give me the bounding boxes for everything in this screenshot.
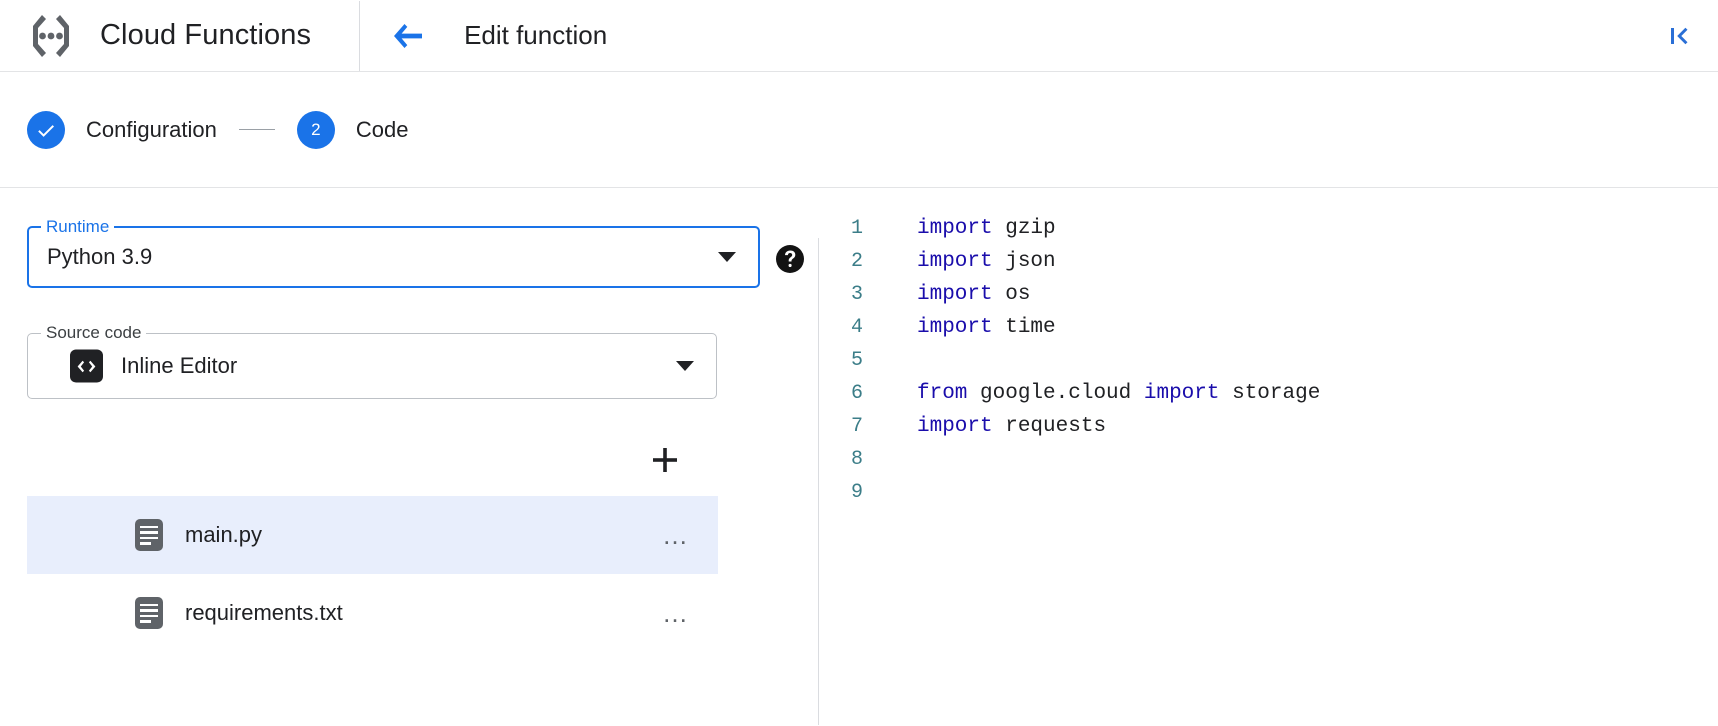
app-bar: Cloud Functions Edit function bbox=[0, 0, 1718, 72]
collapse-panel-button[interactable] bbox=[1660, 16, 1700, 56]
source-code-select[interactable]: Source code Inline Editor bbox=[27, 323, 717, 399]
runtime-label: Runtime bbox=[41, 217, 115, 237]
file-name: requirements.txt bbox=[185, 600, 343, 625]
code-token: import bbox=[917, 415, 993, 438]
step-connector bbox=[238, 129, 275, 130]
line-number: 5 bbox=[850, 349, 863, 372]
product-title: Cloud Functions bbox=[100, 19, 312, 51]
back-button[interactable] bbox=[386, 14, 430, 58]
file-list-item-main-py[interactable]: main.py … bbox=[27, 496, 718, 574]
code-token: time bbox=[992, 316, 1056, 339]
code-line[interactable]: 5 bbox=[819, 344, 1718, 377]
line-number: 1 bbox=[850, 217, 863, 240]
step-code[interactable]: 2 Code bbox=[296, 110, 409, 149]
step-configuration-label: Configuration bbox=[86, 116, 217, 142]
chevron-down-icon[interactable] bbox=[676, 361, 694, 371]
code-line[interactable]: 6 from google.cloud import storage bbox=[819, 377, 1718, 410]
line-number: 4 bbox=[850, 316, 863, 339]
line-number: 2 bbox=[850, 250, 863, 273]
source-code-label: Source code bbox=[41, 323, 147, 343]
code-line-text: import requests bbox=[917, 415, 1106, 438]
line-number: 7 bbox=[850, 415, 863, 438]
description-icon bbox=[135, 597, 163, 629]
file-overflow-menu-button[interactable]: … bbox=[662, 520, 690, 550]
step-configuration[interactable]: Configuration bbox=[27, 110, 217, 149]
main-content: Runtime Python 3.9 Entry point main Sour… bbox=[0, 188, 1718, 725]
code-line[interactable]: 7 import requests bbox=[819, 410, 1718, 443]
add-file-button[interactable] bbox=[643, 438, 687, 482]
code-line-text: import gzip bbox=[917, 217, 1056, 240]
code-line-text: import os bbox=[917, 283, 1030, 306]
code-token: os bbox=[992, 283, 1031, 306]
line-number: 8 bbox=[850, 448, 863, 471]
wizard-stepper: Configuration 2 Code bbox=[0, 72, 1718, 188]
code-token: from bbox=[917, 382, 968, 405]
step-code-label: Code bbox=[355, 116, 409, 142]
code-line[interactable]: 9 bbox=[819, 476, 1718, 509]
arrow-left-icon bbox=[394, 23, 423, 48]
file-overflow-menu-button[interactable]: … bbox=[662, 598, 690, 628]
panel-divider[interactable] bbox=[818, 238, 819, 725]
file-list-item-requirements-txt[interactable]: requirements.txt … bbox=[27, 574, 718, 652]
chevron-down-icon[interactable] bbox=[718, 252, 736, 262]
help-filled-icon bbox=[776, 245, 804, 273]
description-icon bbox=[135, 519, 163, 551]
code-line[interactable]: 1 import gzip bbox=[819, 212, 1718, 245]
runtime-value: Python 3.9 bbox=[47, 244, 153, 269]
code-token: google.cloud bbox=[967, 382, 1144, 405]
code-token: json bbox=[992, 250, 1056, 273]
source-code-value: Inline Editor bbox=[121, 353, 238, 378]
code-token: import bbox=[1143, 382, 1220, 405]
code-token: storage bbox=[1219, 382, 1321, 405]
code-line-text: import json bbox=[917, 250, 1056, 273]
code-brackets-icon bbox=[70, 349, 103, 383]
step-code-marker: 2 bbox=[296, 110, 335, 149]
runtime-help-button[interactable] bbox=[775, 244, 805, 279]
code-line[interactable]: 2 import json bbox=[819, 245, 1718, 278]
line-number: 6 bbox=[850, 382, 863, 405]
code-line[interactable]: 4 import time bbox=[819, 311, 1718, 344]
code-editor[interactable]: 1 import gzip 2 import json 3 import os 4 impor… bbox=[819, 212, 1718, 725]
code-line-text: import time bbox=[917, 316, 1056, 339]
step-configuration-marker bbox=[27, 110, 65, 149]
product-brand[interactable]: Cloud Functions bbox=[0, 0, 311, 71]
code-token: import bbox=[917, 316, 993, 339]
check-icon bbox=[38, 124, 54, 137]
plus-icon bbox=[653, 448, 677, 472]
runtime-select[interactable]: Runtime Python 3.9 bbox=[27, 217, 760, 288]
code-token: requests bbox=[992, 415, 1107, 438]
code-line[interactable]: 3 import os bbox=[819, 278, 1718, 311]
page-title: Edit function bbox=[464, 20, 608, 50]
cloud-functions-logo bbox=[33, 14, 69, 57]
code-line-text: from google.cloud import storage bbox=[917, 382, 1320, 405]
code-token: import bbox=[917, 217, 993, 240]
code-token: gzip bbox=[992, 217, 1056, 240]
code-token: import bbox=[917, 250, 993, 273]
file-list: main.py … requirements.txt … bbox=[27, 496, 718, 652]
code-token: import bbox=[917, 283, 993, 306]
line-number: 3 bbox=[850, 283, 863, 306]
app-bar-divider bbox=[359, 0, 361, 71]
line-number: 9 bbox=[850, 481, 863, 504]
code-line[interactable]: 8 bbox=[819, 443, 1718, 476]
file-name: main.py bbox=[185, 522, 263, 547]
first-page-icon bbox=[1671, 27, 1688, 44]
